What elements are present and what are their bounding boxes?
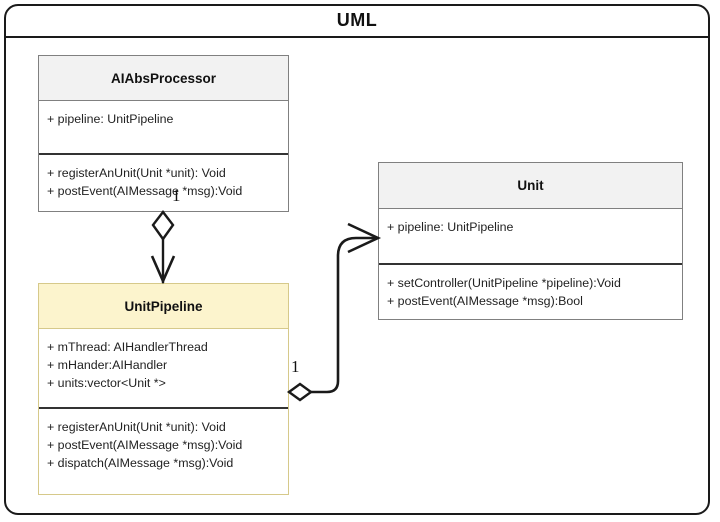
operation-line: + postEvent(AIMessage *msg):Void <box>47 438 243 452</box>
operation-line: + postEvent(AIMessage *msg):Void <box>47 184 243 198</box>
attributes-section-aiabsprocessor: + pipeline: UnitPipeline <box>39 101 288 153</box>
class-name-unitpipeline: UnitPipeline <box>39 284 288 329</box>
class-title-text: UnitPipeline <box>124 298 203 314</box>
uml-class-unit[interactable]: Unit + pipeline: UnitPipeline + setContr… <box>378 162 683 320</box>
operations-section-aiabsprocessor: + registerAnUnit(Unit *unit): Void + pos… <box>39 153 288 211</box>
multiplicity-label-processor-pipeline: 1 <box>172 186 181 205</box>
attribute-line: + units:vector<Unit *> <box>47 376 166 390</box>
attribute-line: + pipeline: UnitPipeline <box>47 112 174 126</box>
multiplicity-label-pipeline-unit: 1 <box>291 357 300 376</box>
operation-line: + dispatch(AIMessage *msg):Void <box>47 456 234 470</box>
operation-line: + registerAnUnit(Unit *unit): Void <box>47 166 226 180</box>
operation-line: + postEvent(AIMessage *msg):Bool <box>387 294 583 308</box>
class-title-text: Unit <box>517 178 544 193</box>
operation-line: + setController(UnitPipeline *pipeline):… <box>387 276 621 290</box>
uml-class-aiabsprocessor[interactable]: AIAbsProcessor + pipeline: UnitPipeline … <box>38 55 289 212</box>
attribute-line: + mHander:AIHandler <box>47 358 168 372</box>
class-title-text: AIAbsProcessor <box>110 70 217 86</box>
operations-section-unit: + setController(UnitPipeline *pipeline):… <box>379 263 682 319</box>
class-name-aiabsprocessor: AIAbsProcessor <box>39 56 288 101</box>
page-title: UML <box>336 9 378 30</box>
diagram-title-bar: UML <box>4 4 710 38</box>
uml-class-unitpipeline[interactable]: UnitPipeline + mThread: AIHandlerThread … <box>38 283 289 495</box>
operation-line: + registerAnUnit(Unit *unit): Void <box>47 420 226 434</box>
attributes-section-unit: + pipeline: UnitPipeline <box>379 209 682 263</box>
class-name-unit: Unit <box>379 163 682 209</box>
attribute-line: + mThread: AIHandlerThread <box>47 340 208 354</box>
operations-section-unitpipeline: + registerAnUnit(Unit *unit): Void + pos… <box>39 407 288 494</box>
attributes-section-unitpipeline: + mThread: AIHandlerThread + mHander:AIH… <box>39 329 288 407</box>
attribute-line: + pipeline: UnitPipeline <box>387 220 514 234</box>
